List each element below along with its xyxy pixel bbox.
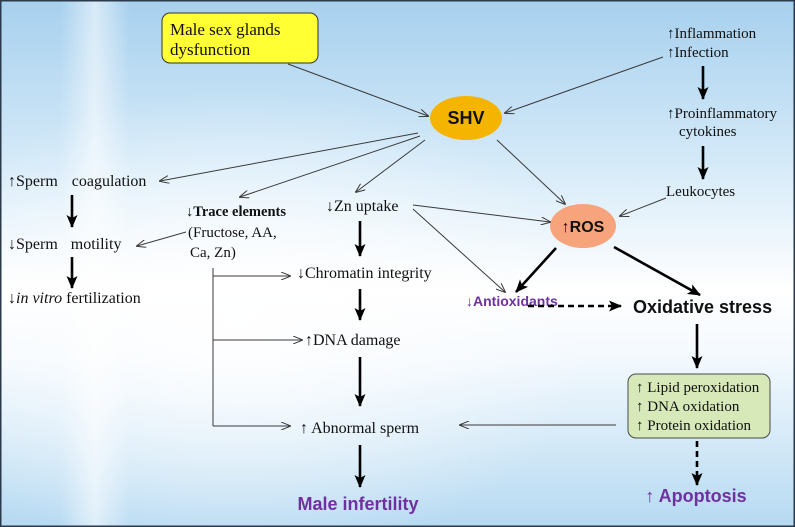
arrow-shv-to-ros (496, 139, 565, 204)
node-male-sex-glands-dysfunction: Male sex glands dysfunction (161, 12, 319, 64)
ros-ellipse (550, 204, 616, 248)
inflammation-label: ↑Inflammation (667, 26, 757, 42)
sperm-coagulation-label: ↑Sperm coagulation (8, 173, 146, 190)
node-oxidation-box: ↑ Lipid peroxidation ↑ DNA oxidation ↑ P… (627, 373, 771, 439)
background-streak (60, 0, 130, 527)
infection-label: ↑Infection (667, 45, 729, 61)
glands-box (161, 12, 319, 64)
arrow-shv-to-sperm-coagulation (160, 132, 419, 181)
lipid-peroxidation-label: ↑ Lipid peroxidation (636, 380, 760, 396)
dna-damage-label: ↑DNA damage (305, 332, 401, 349)
abnormal-sperm-label: ↑ Abnormal sperm (300, 420, 420, 437)
shv-label: SHV (447, 108, 484, 128)
male-infertility-label: Male infertility (297, 494, 418, 514)
arrow-ros-to-antioxidants (515, 247, 557, 293)
trace-arrow: ↓ (186, 204, 193, 220)
dna-oxidation-label: ↑ DNA oxidation (636, 399, 740, 415)
trace-elements-line3: Ca, Zn) (190, 245, 236, 261)
chromatin-integrity-label: ↓Chromatin integrity (297, 265, 432, 282)
arrow-glands-to-shv (287, 63, 428, 116)
ivf-label: ↓in vitro fertilization (8, 290, 141, 307)
arrow-trace-to-sperm-motility (137, 231, 187, 246)
shv-ellipse (430, 96, 502, 140)
trace-elements-label: ↓Trace elements (186, 204, 286, 220)
trace-elements-line2: (Fructose, AA, (188, 225, 277, 241)
arrow-ros-to-oxidative-stress (613, 245, 701, 297)
protein-oxidation-label: ↑ Protein oxidation (636, 418, 751, 434)
zn-uptake-label: ↓Zn uptake (326, 198, 398, 215)
glands-label-line1: Male sex glands (170, 20, 280, 39)
glands-label-line2: dysfunction (170, 40, 251, 59)
arrow-shv-to-trace-elements (240, 135, 421, 197)
arrow-leukocytes-to-ros (620, 197, 667, 216)
trace-bold: Trace elements (193, 204, 286, 220)
antioxidants-label: ↓Antioxidants (466, 293, 558, 309)
ivf-arrow: ↓ (8, 290, 16, 307)
node-ros: ↑ROS (550, 204, 616, 248)
ivf-rest: fertilization (62, 290, 141, 307)
apoptosis-label: ↑ Apoptosis (645, 486, 746, 506)
arrow-inflammation-to-shv (505, 56, 664, 113)
cytokines-label: cytokines (679, 124, 737, 140)
arrow-shv-to-zn-uptake (356, 139, 426, 192)
sperm-motility-label: ↓Sperm motility (8, 236, 121, 253)
arrow-zn-to-antioxidants (412, 208, 505, 292)
antioxidants-text: Antioxidants (473, 293, 558, 309)
node-shv: SHV (430, 96, 502, 140)
oxidation-box (627, 373, 771, 439)
proinflammatory-label: ↑Proinflammatory (667, 106, 777, 122)
ros-label: ↑ROS (562, 219, 605, 236)
ivf-italic: in vitro (16, 290, 62, 307)
leukocytes-label: Leukocytes (666, 184, 735, 200)
oxidative-stress-label: Oxidative stress (633, 297, 772, 317)
antioxidants-arrow: ↓ (466, 293, 473, 309)
arrow-zn-to-ros (412, 204, 550, 222)
